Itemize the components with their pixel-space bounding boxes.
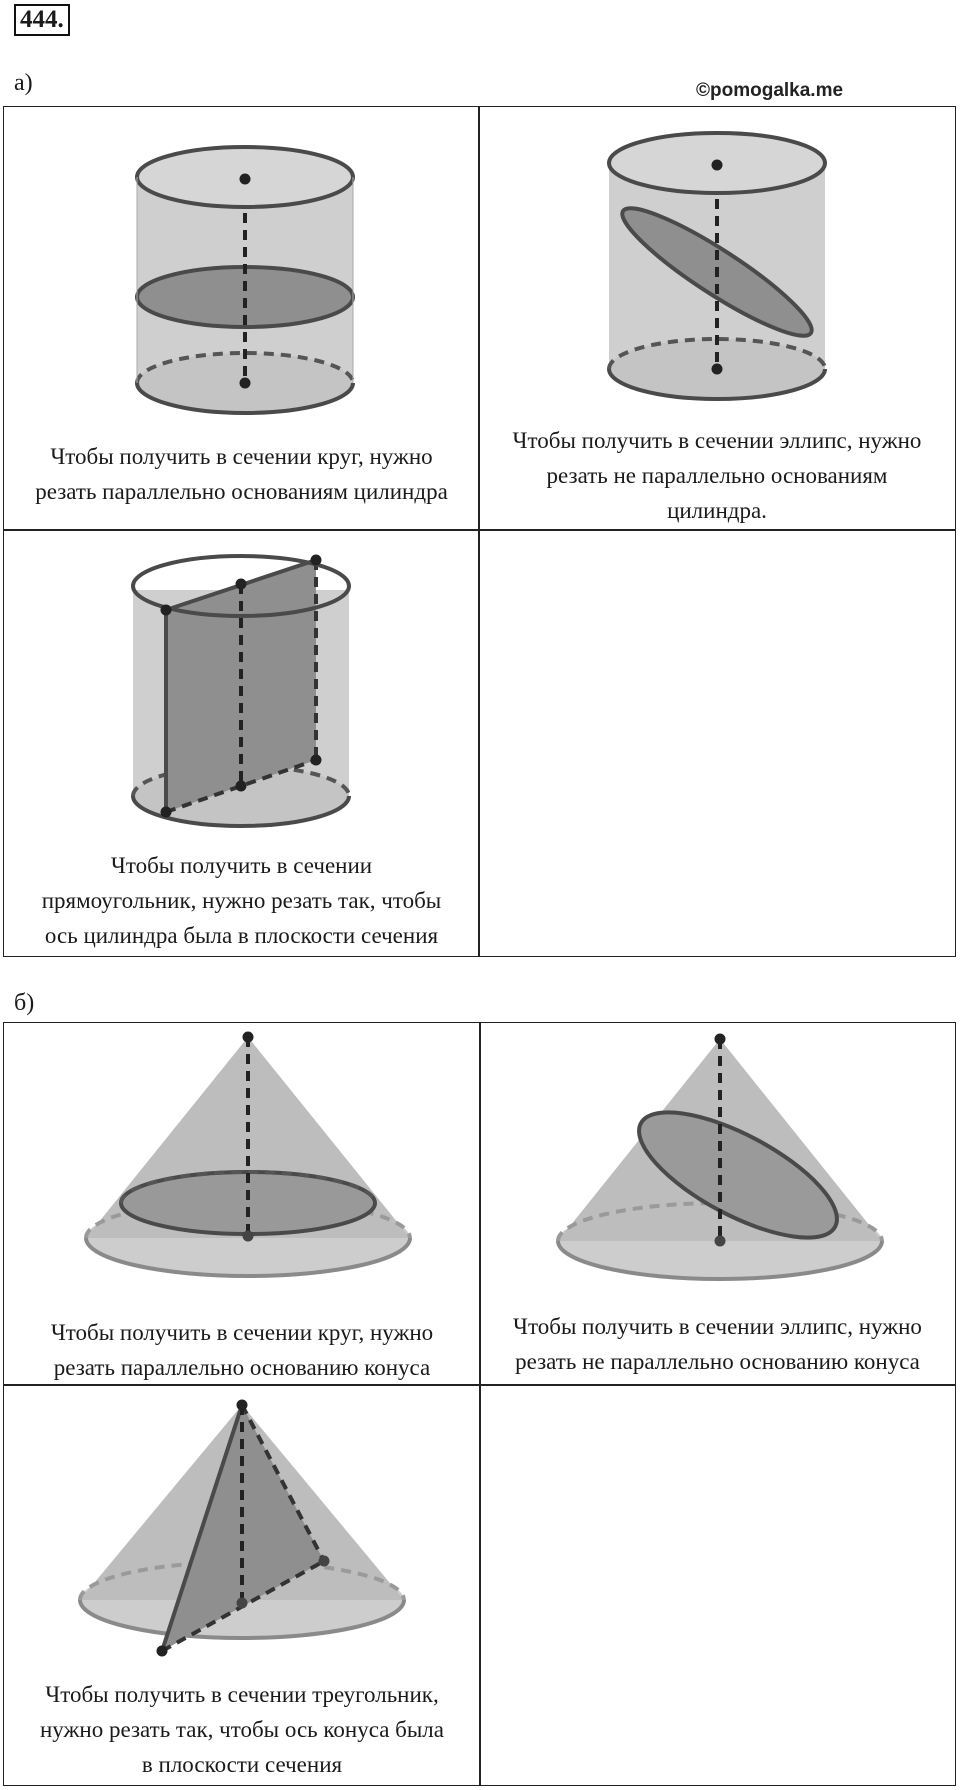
problem-number: 444. (14, 4, 70, 36)
cone-ellipse-figure (556, 1033, 884, 1281)
empty-cell-b (479, 1384, 956, 1786)
watermark: ©pomogalka.me (696, 80, 844, 101)
cylinder-ellipse-cell: Чтобы получить в сечении эллипс, нужно р… (478, 106, 956, 531)
cylinder-circle-caption: Чтобы получить в сечении круг, нужно рез… (35, 444, 448, 504)
cone-ellipse-cell: Чтобы получить в сечении эллипс, нужно р… (479, 1022, 956, 1386)
part-b-label: б) (14, 990, 35, 1016)
cylinder-ellipse-figure (607, 131, 827, 401)
empty-cell-a (478, 529, 956, 957)
cylinder-circle-cell: Чтобы получить в сечении круг, нужно рез… (3, 106, 480, 531)
cone-ellipse-caption: Чтобы получить в сечении эллипс, нужно р… (513, 1314, 922, 1374)
cylinder-circle-figure (135, 145, 355, 415)
part-a-label: а) (14, 70, 33, 96)
cylinder-rectangle-cell: Чтобы получить в сечении прямоугольник, … (3, 529, 480, 957)
cylinder-rectangle-caption: Чтобы получить в сечении прямоугольник, … (41, 853, 442, 948)
cone-circle-figure (84, 1031, 412, 1278)
cone-circle-cell: Чтобы получить в сечении круг, нужно рез… (3, 1022, 481, 1386)
cone-triangle-cell: Чтобы получить в сечении треугольник, ну… (3, 1384, 481, 1786)
cone-circle-caption: Чтобы получить в сечении круг, нужно рез… (50, 1320, 434, 1380)
cone-triangle-caption: Чтобы получить в сечении треугольник, ну… (40, 1682, 444, 1777)
cylinder-rectangle-figure (131, 554, 351, 828)
cone-triangle-figure (78, 1399, 406, 1657)
cylinder-ellipse-caption: Чтобы получить в сечении эллипс, нужно р… (512, 428, 922, 523)
